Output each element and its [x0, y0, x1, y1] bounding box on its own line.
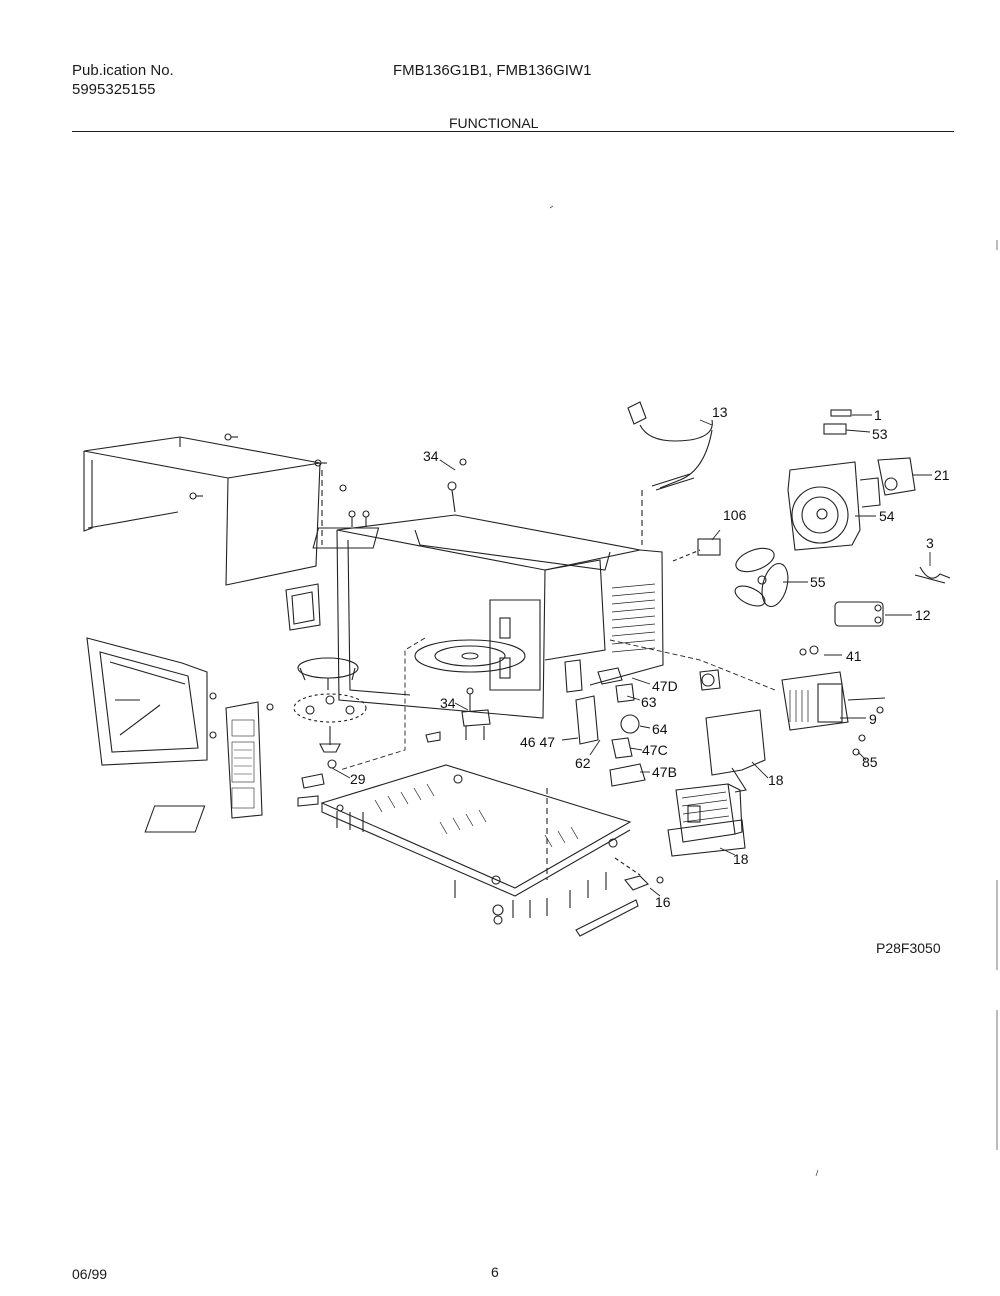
- choke-coil: [575, 899, 639, 937]
- interlock-switches: [564, 659, 721, 787]
- publication-number: 5995325155: [72, 81, 156, 98]
- callout-16: 16: [655, 894, 671, 910]
- oven-cavity: [312, 458, 664, 719]
- header-rule: [72, 131, 954, 132]
- thermal-cutout: [672, 538, 721, 562]
- outer-cabinet: [83, 433, 347, 586]
- callout-46-47: 46 47: [520, 734, 555, 750]
- drawing-id: P28F3050: [876, 940, 941, 956]
- callout-64: 64: [652, 721, 668, 737]
- callout-34-top: 34: [423, 448, 439, 464]
- callout-29: 29: [350, 771, 366, 787]
- callout-leaders: [331, 414, 932, 897]
- callout-18-waveguide: 18: [768, 772, 784, 788]
- callout-106: 106: [723, 507, 747, 523]
- callout-12: 12: [915, 607, 931, 623]
- callout-41: 41: [846, 648, 862, 664]
- base-plate: [144, 764, 641, 925]
- fan-bracket: [787, 409, 916, 551]
- mounting-brackets: [297, 731, 441, 807]
- callout-47d: 47D: [652, 678, 678, 694]
- section-title: FUNCTIONAL: [449, 115, 539, 131]
- callout-9: 9: [869, 711, 877, 727]
- callout-labels: 1 53 13 21 54 34 106 3 55 12 41 47D 63 3…: [350, 404, 950, 910]
- scan-marks: [549, 205, 998, 1177]
- model-numbers: FMB136G1B1, FMB136GIW1: [393, 62, 592, 79]
- capacitor-clamp: [914, 566, 951, 584]
- thermostat: [624, 875, 664, 891]
- callout-21: 21: [934, 467, 950, 483]
- callout-62: 62: [575, 755, 591, 771]
- callout-55: 55: [810, 574, 826, 590]
- callout-13: 13: [712, 404, 728, 420]
- callout-3: 3: [926, 535, 934, 551]
- callout-47b: 47B: [652, 764, 677, 780]
- callout-18-transformer: 18: [733, 851, 749, 867]
- turntable-motor: [461, 687, 491, 740]
- turntable-support: [293, 657, 367, 769]
- callout-34-bottom: 34: [440, 695, 456, 711]
- callout-53: 53: [872, 426, 888, 442]
- waveguide: [701, 673, 766, 793]
- callout-47c: 47C: [642, 742, 668, 758]
- door-assembly: [86, 637, 274, 819]
- publication-label: Pub.ication No.: [72, 62, 174, 79]
- callout-63: 63: [641, 694, 657, 710]
- waveguide-cover: [285, 583, 321, 631]
- high-voltage-transformer: [667, 783, 746, 857]
- callout-85: 85: [862, 754, 878, 770]
- footer-date: 06/99: [72, 1266, 108, 1282]
- fan-blade: [734, 547, 789, 608]
- page-number: 6: [491, 1264, 499, 1280]
- magnetron: [781, 645, 886, 756]
- callout-54: 54: [879, 508, 895, 524]
- callout-1: 1: [874, 407, 882, 423]
- capacitor: [834, 601, 884, 627]
- power-cord: [627, 401, 713, 545]
